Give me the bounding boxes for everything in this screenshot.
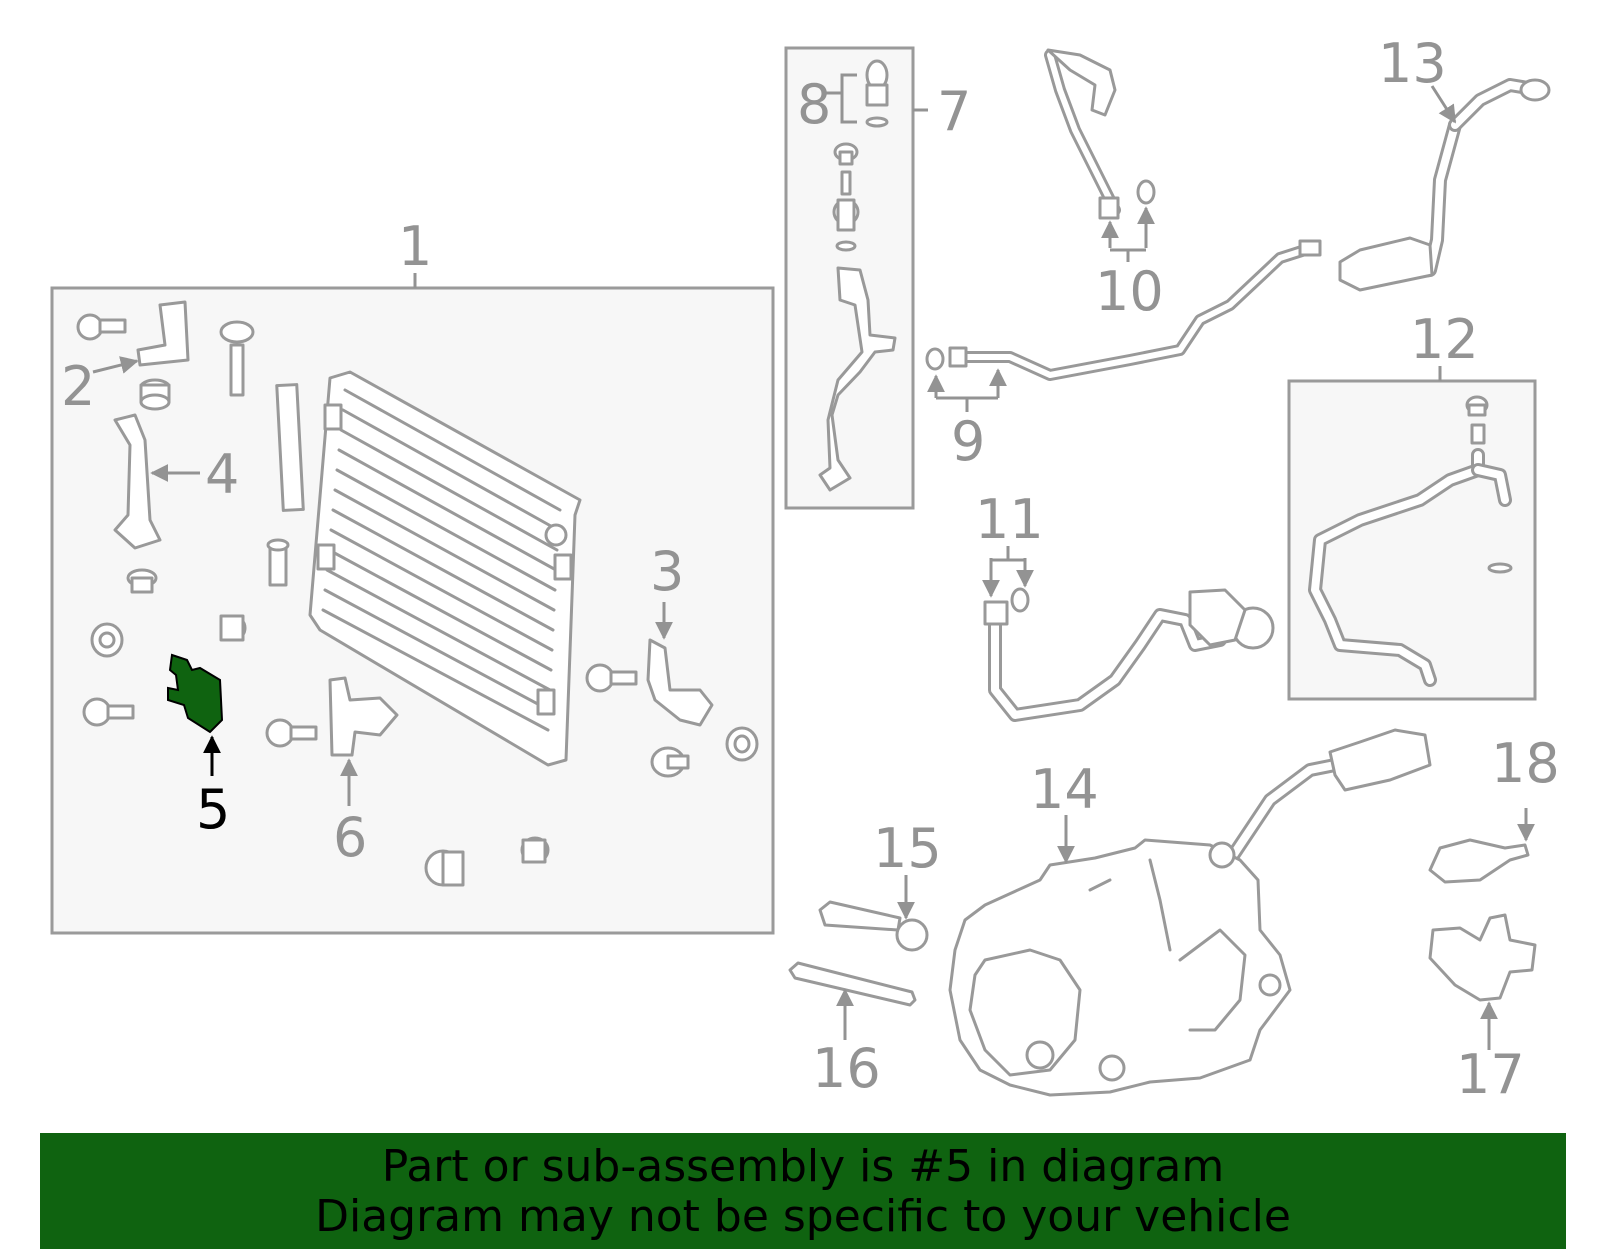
callout-7[interactable]: 7 [937, 80, 971, 143]
callout-11[interactable]: 11 [975, 488, 1044, 551]
callout-14[interactable]: 14 [1030, 758, 1099, 821]
callout-6[interactable]: 6 [333, 806, 367, 869]
banner-line-disclaimer: Diagram may not be specific to your vehi… [315, 1191, 1291, 1242]
callout-16[interactable]: 16 [812, 1037, 881, 1100]
callout-3[interactable]: 3 [650, 540, 684, 603]
callout-1[interactable]: 1 [398, 215, 432, 278]
condenser-hardware [76, 300, 759, 887]
callout-15[interactable]: 15 [873, 817, 942, 880]
refrigerant-lines [925, 48, 1551, 722]
receiver-drier-group [784, 46, 928, 510]
callout-18[interactable]: 18 [1491, 732, 1560, 795]
callout-12[interactable]: 12 [1410, 308, 1479, 371]
info-banner: Part or sub-assembly is #5 in diagram Di… [40, 1133, 1566, 1249]
callout-10[interactable]: 10 [1095, 260, 1164, 323]
callout-17[interactable]: 17 [1456, 1043, 1525, 1106]
callout-8[interactable]: 8 [797, 73, 831, 136]
callout-labels: 1 2 3 4 5 6 7 8 9 10 11 12 13 14 15 16 1… [61, 32, 1560, 1106]
compressor-group [788, 728, 1537, 1097]
compressor-body [948, 838, 1292, 1097]
highlighted-part-5[interactable] [167, 653, 224, 734]
callout-13[interactable]: 13 [1378, 32, 1447, 95]
condenser-assembly-group [50, 273, 775, 935]
callout-9[interactable]: 9 [951, 410, 985, 473]
condenser-core [275, 370, 582, 767]
hose-assembly-group [1287, 366, 1537, 701]
callout-5[interactable]: 5 [196, 778, 230, 841]
banner-line-highlight: Part or sub-assembly is #5 in diagram [381, 1141, 1225, 1192]
callout-2[interactable]: 2 [61, 355, 95, 418]
callout-4[interactable]: 4 [205, 443, 239, 506]
